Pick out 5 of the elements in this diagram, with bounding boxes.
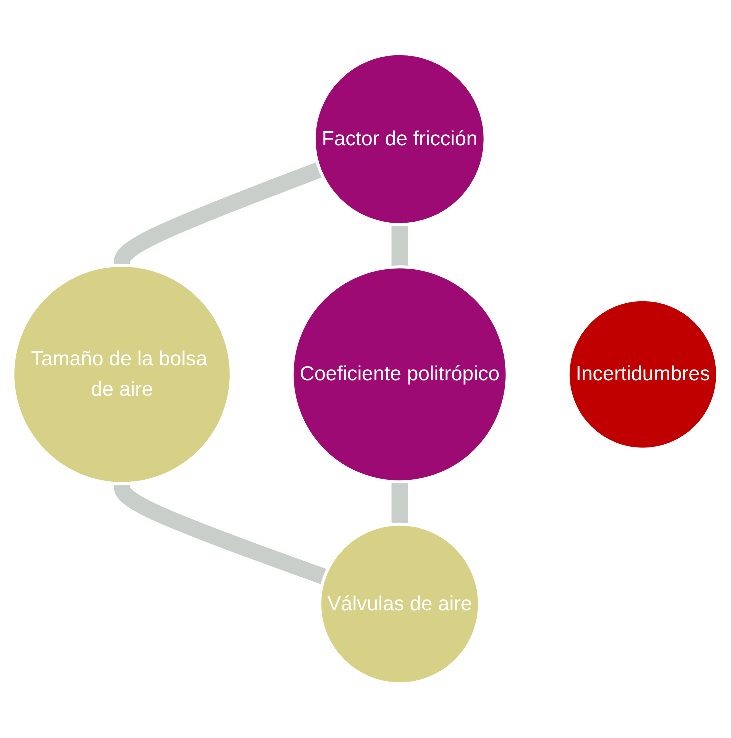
node-circle: Tamaño de la bolsa de aire — [12, 264, 233, 486]
node-circle: Factor de fricción — [312, 52, 487, 226]
node-circle: Válvulas de aire — [318, 522, 482, 686]
node-circle: Coeficiente politrópico — [290, 266, 509, 484]
node-circle: Incertidumbres — [566, 298, 720, 451]
